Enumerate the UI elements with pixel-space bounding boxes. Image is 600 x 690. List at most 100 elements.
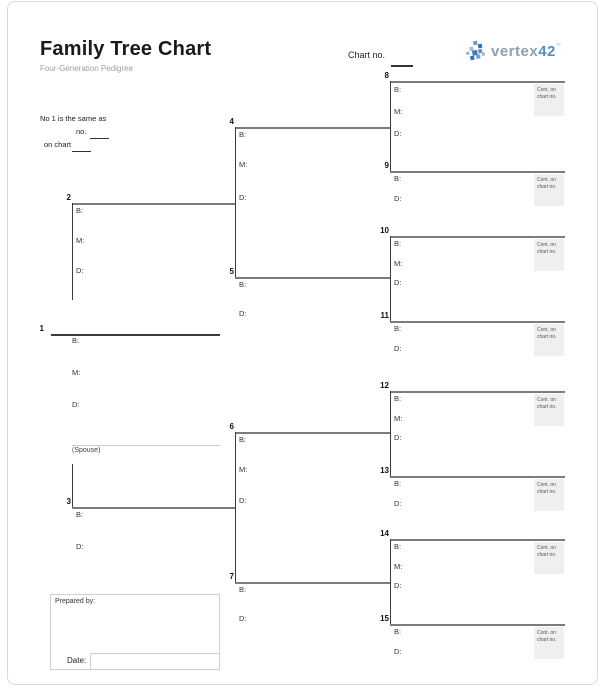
marriage-label: M:: [394, 414, 403, 423]
bracket-14-15-vline: [390, 539, 391, 626]
cont-line1: Cont. on: [537, 327, 556, 333]
marriage-label: M:: [72, 368, 81, 377]
cont-on-chart-box[interactable]: Cont. on chart no.: [534, 542, 564, 574]
birth-label: B:: [394, 174, 402, 183]
person-14-line: [390, 539, 565, 541]
cont-line1: Cont. on: [537, 177, 556, 183]
birth-label: B:: [239, 435, 247, 444]
death-label: D:: [394, 647, 402, 656]
marriage-label: M:: [394, 259, 403, 268]
birth-label: B:: [394, 324, 402, 333]
person-number-14: 14: [380, 529, 389, 538]
birth-label: B:: [239, 585, 247, 594]
death-label: D:: [239, 309, 247, 318]
person-number-13: 13: [380, 466, 389, 475]
cont-line1: Cont. on: [537, 242, 556, 248]
cont-on-chart-box[interactable]: Cont. on chart no.: [534, 394, 564, 426]
death-label: D:: [394, 278, 402, 287]
note-no-blank[interactable]: [90, 127, 109, 139]
bracket-2-vline: [72, 203, 73, 300]
chart-no-blank[interactable]: [391, 51, 413, 67]
cont-on-chart-box[interactable]: Cont. on chart no.: [534, 627, 564, 659]
death-label: D:: [239, 614, 247, 623]
cont-line1: Cont. on: [537, 397, 556, 403]
note-on-chart-label: on chart: [44, 140, 72, 149]
death-label: D:: [394, 433, 402, 442]
birth-label: B:: [394, 479, 402, 488]
birth-label: B:: [76, 206, 84, 215]
bracket-10-11-vline: [390, 236, 391, 323]
birth-label: B:: [394, 394, 402, 403]
person-1-line[interactable]: [51, 334, 220, 336]
spouse-label: (Spouse): [72, 447, 101, 454]
death-label: D:: [394, 499, 402, 508]
person-13-line: [390, 476, 565, 478]
cont-line1: Cont. on: [537, 545, 556, 551]
person-2-line: [72, 203, 235, 205]
person-10-line: [390, 236, 565, 238]
bracket-4-5-vline: [235, 127, 236, 279]
bracket-8-9-vline: [390, 81, 391, 173]
cont-on-chart-box[interactable]: Cont. on chart no.: [534, 324, 564, 356]
marriage-label: M:: [76, 236, 85, 245]
cont-line2: chart no.: [537, 249, 557, 255]
death-label: D:: [394, 194, 402, 203]
person-9-line: [390, 171, 565, 173]
birth-label: B:: [239, 280, 247, 289]
death-label: D:: [394, 344, 402, 353]
cont-line2: chart no.: [537, 489, 557, 495]
cont-on-chart-box[interactable]: Cont. on chart no.: [534, 239, 564, 271]
person-number-10: 10: [380, 226, 389, 235]
logo-tm: ™: [555, 42, 562, 49]
note-no-label: no.: [76, 127, 87, 136]
birth-label: B:: [394, 239, 402, 248]
cont-line2: chart no.: [537, 404, 557, 410]
chart-no-label: Chart no.: [348, 50, 386, 60]
person-6-line: [235, 432, 390, 434]
page-subtitle: Four-Generation Pedigree: [40, 64, 133, 73]
page-title: Family Tree Chart: [40, 38, 212, 60]
death-label: D:: [394, 129, 402, 138]
birth-label: B:: [239, 130, 247, 139]
vertex42-logo-icon: [466, 40, 486, 61]
person-3-line: [72, 507, 235, 509]
cont-line2: chart no.: [537, 334, 557, 340]
date-label: Date:: [67, 656, 87, 665]
death-label: D:: [394, 581, 402, 590]
bracket-3-vline: [72, 464, 73, 508]
cont-line2: chart no.: [537, 552, 557, 558]
cont-line2: chart no.: [537, 637, 557, 643]
person-11-line: [390, 321, 565, 323]
death-label: D:: [72, 400, 80, 409]
person-number-11: 11: [380, 311, 389, 320]
death-label: D:: [239, 193, 247, 202]
birth-label: B:: [394, 542, 402, 551]
marriage-label: M:: [394, 107, 403, 116]
vertex42-logo[interactable]: vertex42™: [464, 40, 561, 62]
death-label: D:: [76, 266, 84, 275]
person-number-12: 12: [380, 381, 389, 390]
person-8-line: [390, 81, 565, 83]
prepared-by-label: Prepared by:: [55, 598, 96, 605]
person-number-15: 15: [380, 614, 389, 623]
death-label: D:: [76, 542, 84, 551]
logo-name: vertex: [491, 42, 539, 60]
birth-label: B:: [394, 85, 402, 94]
logo-brand-text: vertex42™: [491, 43, 561, 60]
date-field[interactable]: [90, 653, 220, 670]
death-label: D:: [239, 496, 247, 505]
marriage-label: M:: [239, 465, 248, 474]
cont-on-chart-box[interactable]: Cont. on chart no.: [534, 479, 564, 511]
cont-on-chart-box[interactable]: Cont. on chart no.: [534, 84, 564, 116]
note-on-chart-blank[interactable]: [72, 140, 91, 152]
person-number-4: 4: [229, 117, 234, 126]
person-number-2: 2: [66, 193, 71, 202]
person-number-5: 5: [229, 267, 234, 276]
spouse-line[interactable]: [72, 445, 220, 446]
person-7-line: [235, 582, 390, 584]
cont-line2: chart no.: [537, 184, 557, 190]
cont-on-chart-box[interactable]: Cont. on chart no.: [534, 174, 564, 206]
logo-number: 42: [538, 42, 556, 60]
person-number-3: 3: [66, 497, 71, 506]
